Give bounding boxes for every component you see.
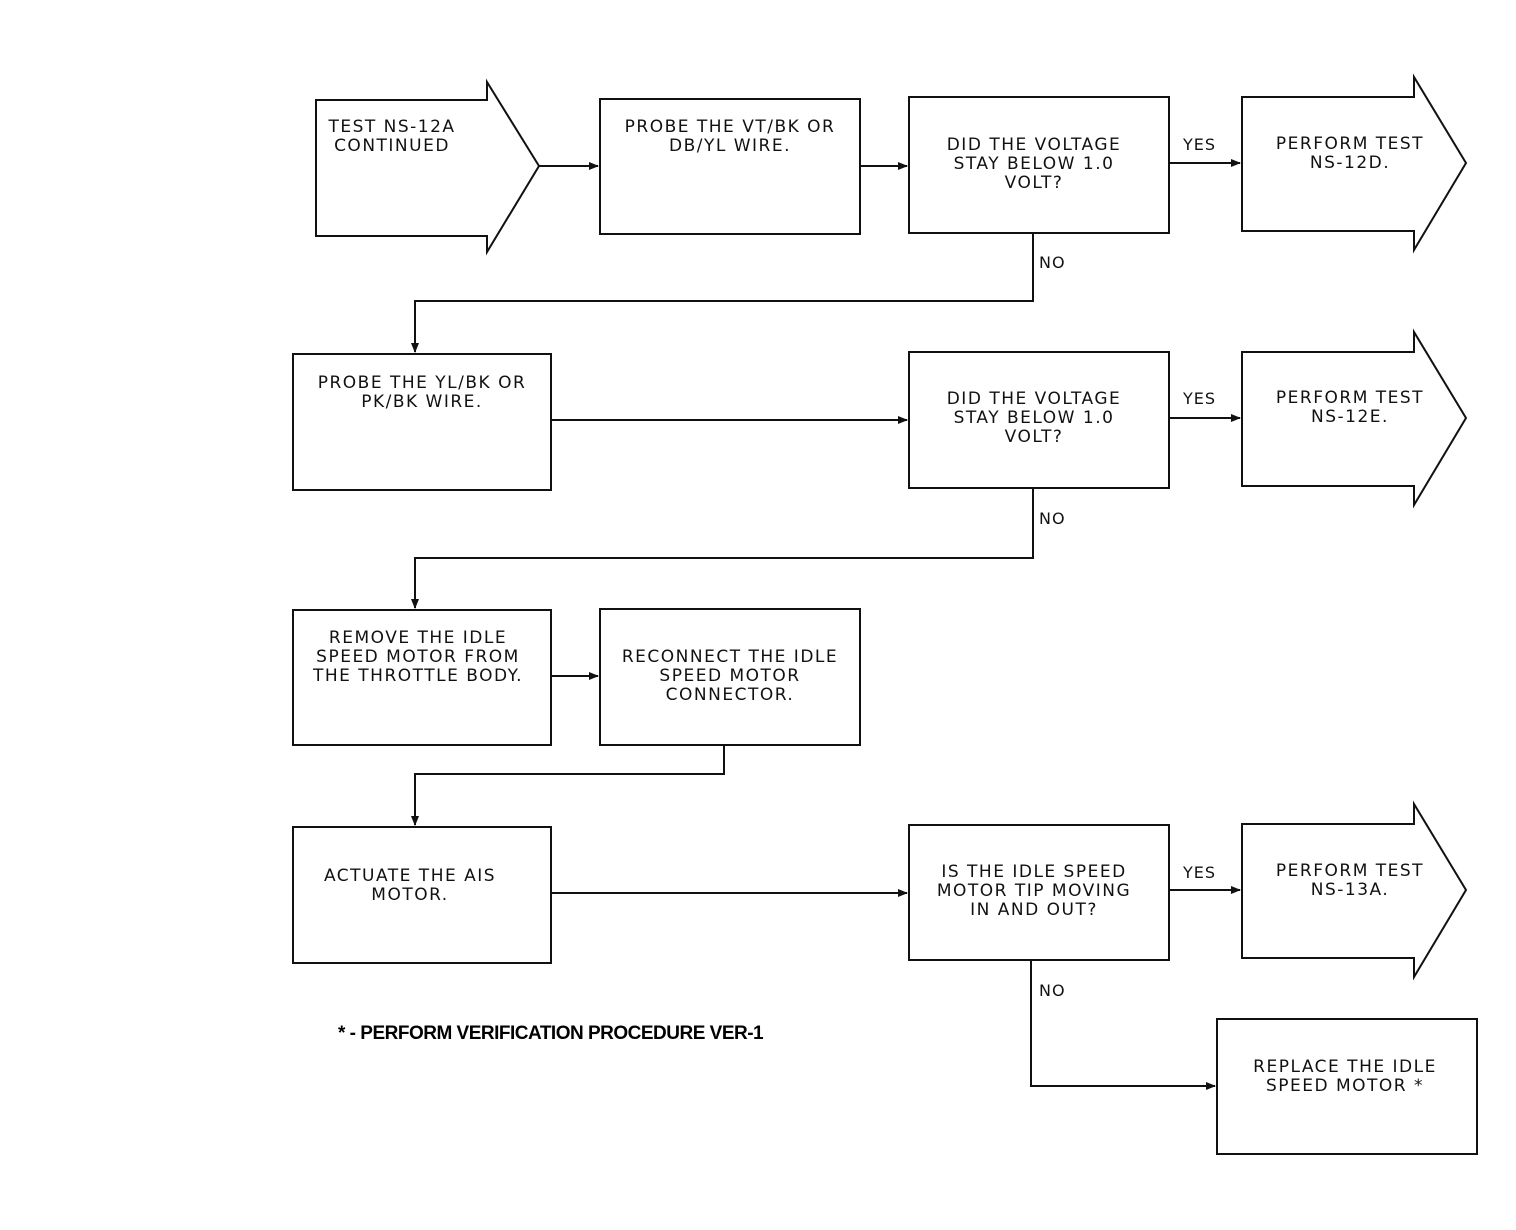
node-text-line: THE THROTTLE BODY.: [312, 666, 523, 686]
node-text-line: PERFORM TEST: [1276, 134, 1424, 154]
node-text-line: NS-13A.: [1311, 880, 1390, 900]
node-text-line: MOTOR TIP MOVING: [937, 881, 1131, 901]
edge-q2-no: [411, 488, 1034, 609]
node-text-line: REMOVE THE IDLE: [329, 628, 507, 648]
node-text-line: SPEED MOTOR *: [1266, 1076, 1424, 1096]
node-text-line: DID THE VOLTAGE: [947, 135, 1122, 155]
connectors: [411, 159, 1241, 1090]
node-text-line: REPLACE THE IDLE: [1253, 1057, 1437, 1077]
node-text-line: IN AND OUT?: [970, 900, 1098, 920]
node-text-line: PROBE THE VT/BK OR: [625, 117, 836, 137]
no-label-q1: NO: [1039, 253, 1066, 272]
node-text-line: PERFORM TEST: [1276, 861, 1424, 881]
yes-label-q1: YES: [1182, 135, 1216, 154]
node-text-line: VOLT?: [1005, 427, 1064, 447]
node-text-line: DB/YL WIRE.: [669, 136, 791, 156]
yes-label-q2: YES: [1182, 389, 1216, 408]
no-label-q2: NO: [1039, 509, 1066, 528]
node-text-line: DID THE VOLTAGE: [947, 389, 1122, 409]
node-text-line: STAY BELOW 1.0: [954, 154, 1115, 174]
node-text-line: PERFORM TEST: [1276, 388, 1424, 408]
edge-q3-no: [1030, 960, 1216, 1090]
no-label-q3: NO: [1039, 981, 1066, 1000]
node-text-line: SPEED MOTOR FROM: [316, 647, 520, 667]
node-text-line: PROBE THE YL/BK OR: [318, 373, 527, 393]
node-text-line: STAY BELOW 1.0: [954, 408, 1115, 428]
node-text-line: VOLT?: [1005, 173, 1064, 193]
node-text-line: CONTINUED: [334, 136, 450, 156]
node-text-line: SPEED MOTOR: [659, 666, 800, 686]
node-text-line: ACTUATE THE AIS: [324, 866, 496, 886]
node-text-line: IS THE IDLE SPEED: [941, 862, 1126, 882]
edge-reconnect-to-actuate: [411, 745, 725, 826]
node-text-line: NS-12E.: [1311, 407, 1389, 427]
node-text-line: RECONNECT THE IDLE: [622, 647, 838, 667]
footnote: * - PERFORM VERIFICATION PROCEDURE VER-1: [338, 1023, 764, 1044]
node-text-line: NS-12D.: [1310, 153, 1390, 173]
node-text-line: PK/BK WIRE.: [361, 392, 483, 412]
node-text-line: CONNECTOR.: [666, 685, 795, 705]
node-text-line: MOTOR.: [371, 885, 448, 905]
edge-labels: YES NO YES NO YES NO: [1039, 135, 1216, 1000]
node-text-line: TEST NS-12A: [327, 117, 455, 137]
edge-q1-no: [411, 233, 1034, 353]
yes-label-q3: YES: [1182, 863, 1216, 882]
